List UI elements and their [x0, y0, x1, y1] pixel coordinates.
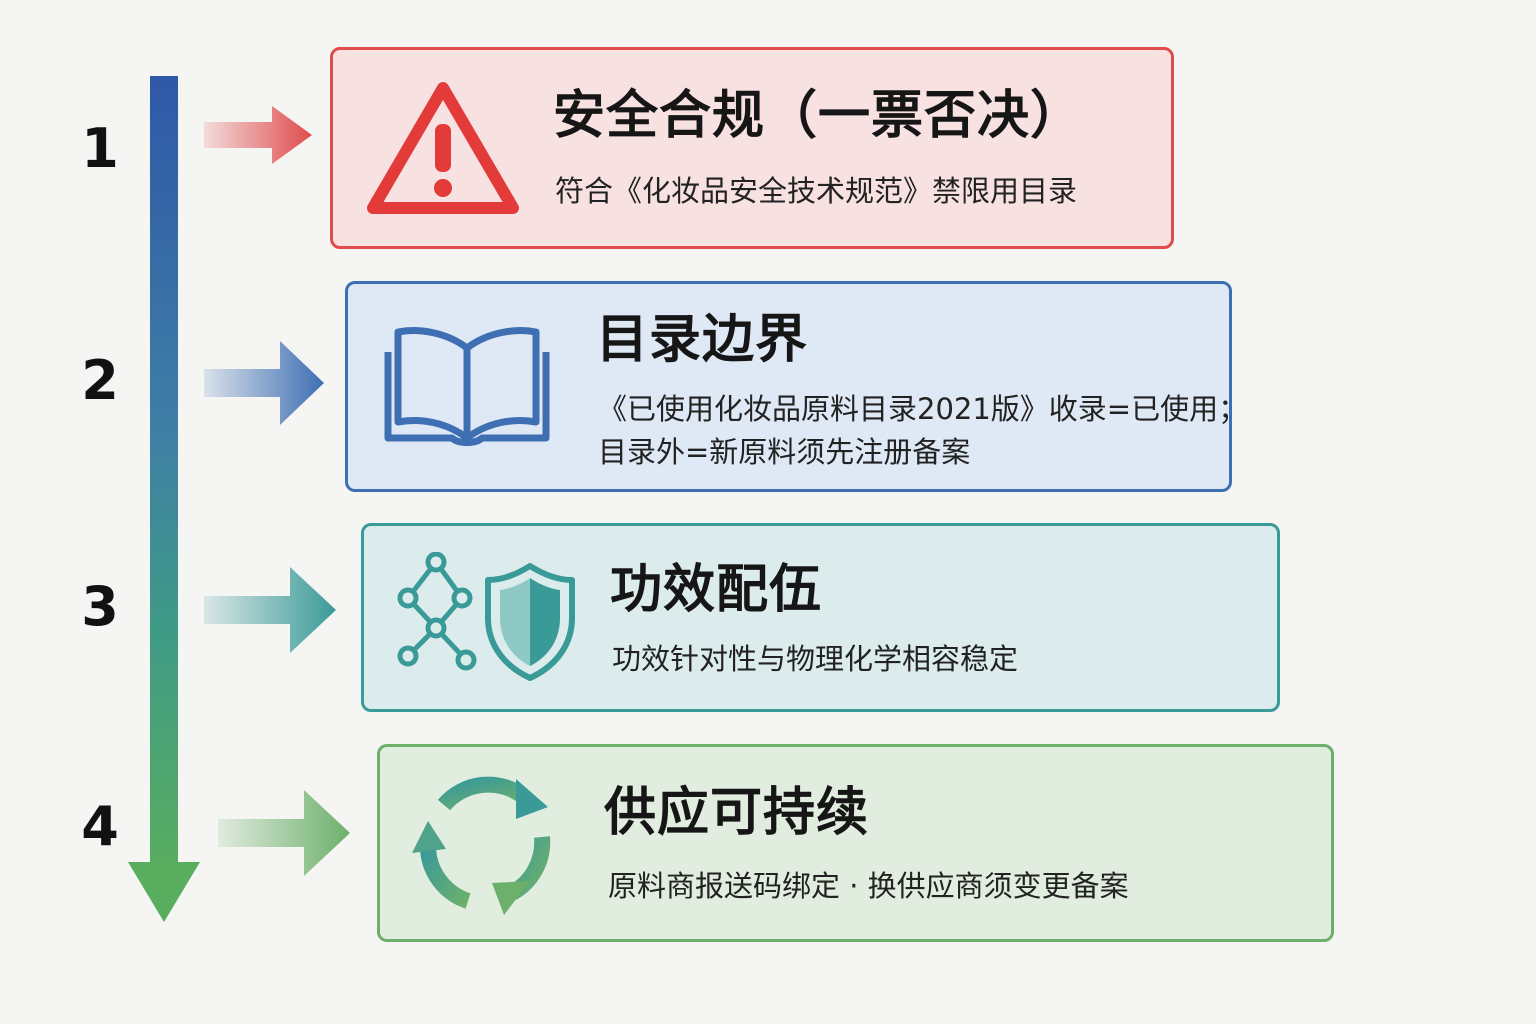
step-1-arrow: [204, 106, 312, 164]
step-desc-supply: 原料商报送码绑定 · 换供应商须变更备案: [608, 869, 1129, 903]
step-number-1: 1: [81, 117, 119, 180]
book-icon: [384, 327, 550, 446]
step-card-catalog: 目录边界 《已使用化妆品原料目录2021版》收录=已使用； 目录外=新原料须先注…: [345, 281, 1247, 492]
molecule-icon: [397, 552, 477, 671]
shield-icon: [485, 563, 575, 681]
step-title-catalog: 目录边界: [596, 310, 809, 370]
step-number-2: 2: [81, 349, 119, 412]
step-2-arrow: [204, 341, 324, 425]
step-4-arrow: [218, 790, 350, 876]
step-card-efficacy: 功效配伍 功效针对性与物理化学相容稳定: [361, 523, 1280, 712]
priority-spine-arrow: [128, 76, 200, 922]
step-title-safety: 安全合规（一票否决）: [553, 86, 1084, 146]
step-desc-safety: 符合《化妆品安全技术规范》禁限用目录: [555, 174, 1078, 208]
step-card-supply: 供应可持续 原料商报送码绑定 · 换供应商须变更备案: [377, 744, 1334, 942]
step-number-4: 4: [81, 795, 119, 858]
warning-icon: [367, 82, 519, 214]
step-desc-efficacy: 功效针对性与物理化学相容稳定: [612, 642, 1019, 676]
step-number-3: 3: [81, 575, 119, 638]
step-title-efficacy: 功效配伍: [610, 560, 823, 620]
step-3-arrow: [204, 567, 336, 653]
step-card-safety: 安全合规（一票否决） 符合《化妆品安全技术规范》禁限用目录: [330, 47, 1174, 249]
step-desc-catalog-line2: 目录外=新原料须先注册备案: [598, 435, 971, 469]
step-desc-catalog-line1: 《已使用化妆品原料目录2021版》收录=已使用；: [598, 392, 1248, 426]
step-title-supply: 供应可持续: [604, 783, 870, 843]
recycle-icon: [412, 776, 551, 915]
